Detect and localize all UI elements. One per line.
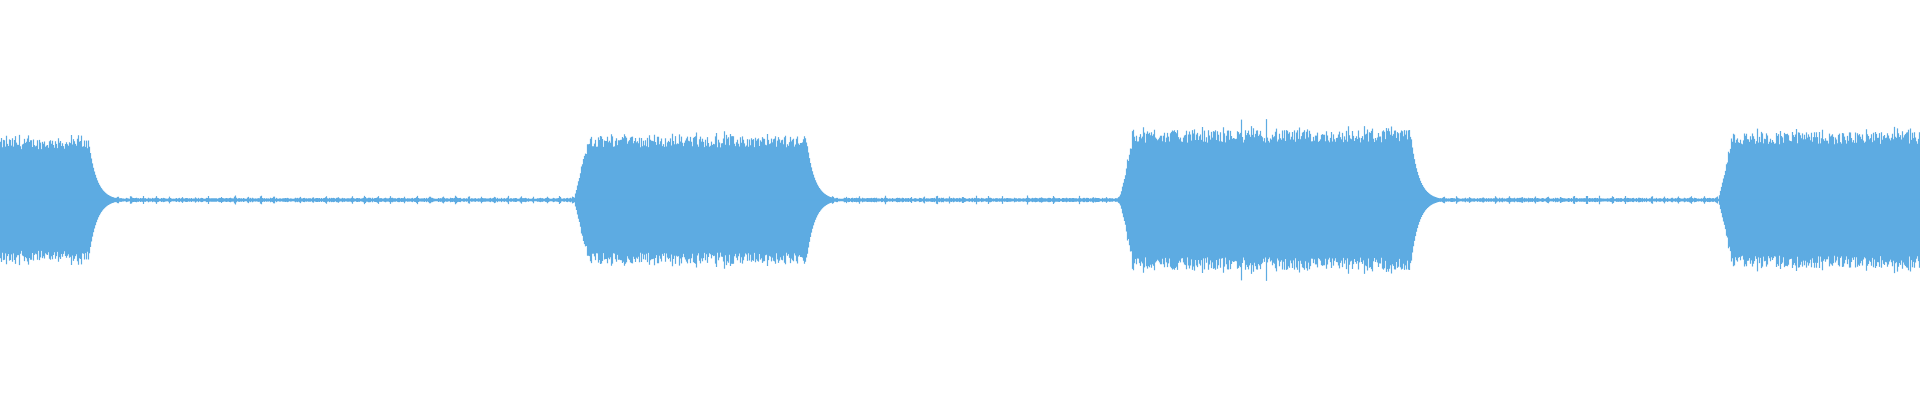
waveform-bars (0, 119, 1920, 281)
